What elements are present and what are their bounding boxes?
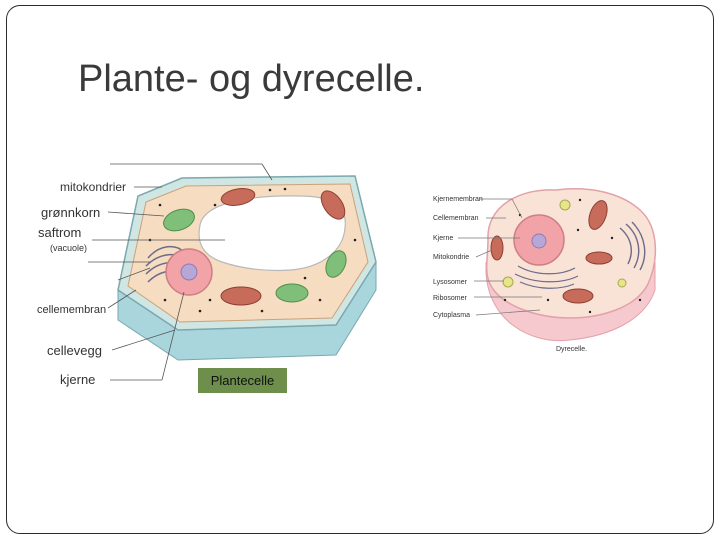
lysosome xyxy=(559,199,571,211)
label-lysosomer: Lysosomer xyxy=(433,279,468,286)
label-cellemembran-animal: Cellemembran xyxy=(433,215,479,222)
animal-cell-caption: Dyrecelle. xyxy=(556,346,587,353)
label-cellevegg: cellevegg xyxy=(47,343,102,358)
plant-cell-caption: Plantecelle xyxy=(198,368,287,393)
ribosome-dots xyxy=(503,198,642,314)
mitochondrion xyxy=(490,235,504,261)
label-vacuole: (vacuole) xyxy=(50,243,87,253)
mitochondrion xyxy=(220,286,262,306)
label-kjerne: kjerne xyxy=(60,372,95,387)
label-kjernemembran: Kjernemembran xyxy=(433,196,483,203)
mitochondrion xyxy=(562,288,594,304)
plant-nucleolus xyxy=(180,263,198,281)
label-mitokondrie: Mitokondrie xyxy=(433,254,469,261)
chloroplast xyxy=(275,283,309,303)
plant-cell: mitokondrier grønnkorn saftrom (vacuole)… xyxy=(37,163,377,387)
animal-cell: Kjernemembran Cellemembran Kjerne Mitoko… xyxy=(433,188,657,353)
label-cellemembran: cellemembran xyxy=(37,304,106,316)
golgi-apparatus xyxy=(619,221,646,271)
label-cytoplasma: Cytoplasma xyxy=(433,312,470,319)
mitochondrion xyxy=(585,251,613,265)
label-gronnkorn: grønnkorn xyxy=(41,205,100,220)
ribosome-dots xyxy=(148,187,357,313)
mitochondrion xyxy=(588,200,608,230)
chloroplast xyxy=(163,208,195,232)
label-saftrom: saftrom xyxy=(38,225,81,240)
chloroplast xyxy=(325,250,347,278)
lysosome xyxy=(502,276,514,288)
plant-leader-lines xyxy=(88,163,273,381)
mitochondrion xyxy=(220,188,256,206)
animal-nucleolus xyxy=(531,233,547,249)
label-mitokondrier: mitokondrier xyxy=(60,180,126,194)
lysosome xyxy=(617,278,627,288)
label-ribosomer: Ribosomer xyxy=(433,295,468,302)
mitochondrion xyxy=(320,190,346,220)
slide-title: Plante- og dyrecelle. xyxy=(78,58,425,100)
label-kjerne-animal: Kjerne xyxy=(433,235,453,242)
vacuole xyxy=(198,195,346,272)
animal-leader-lines xyxy=(458,198,542,316)
endoplasmic-reticulum xyxy=(514,265,579,289)
